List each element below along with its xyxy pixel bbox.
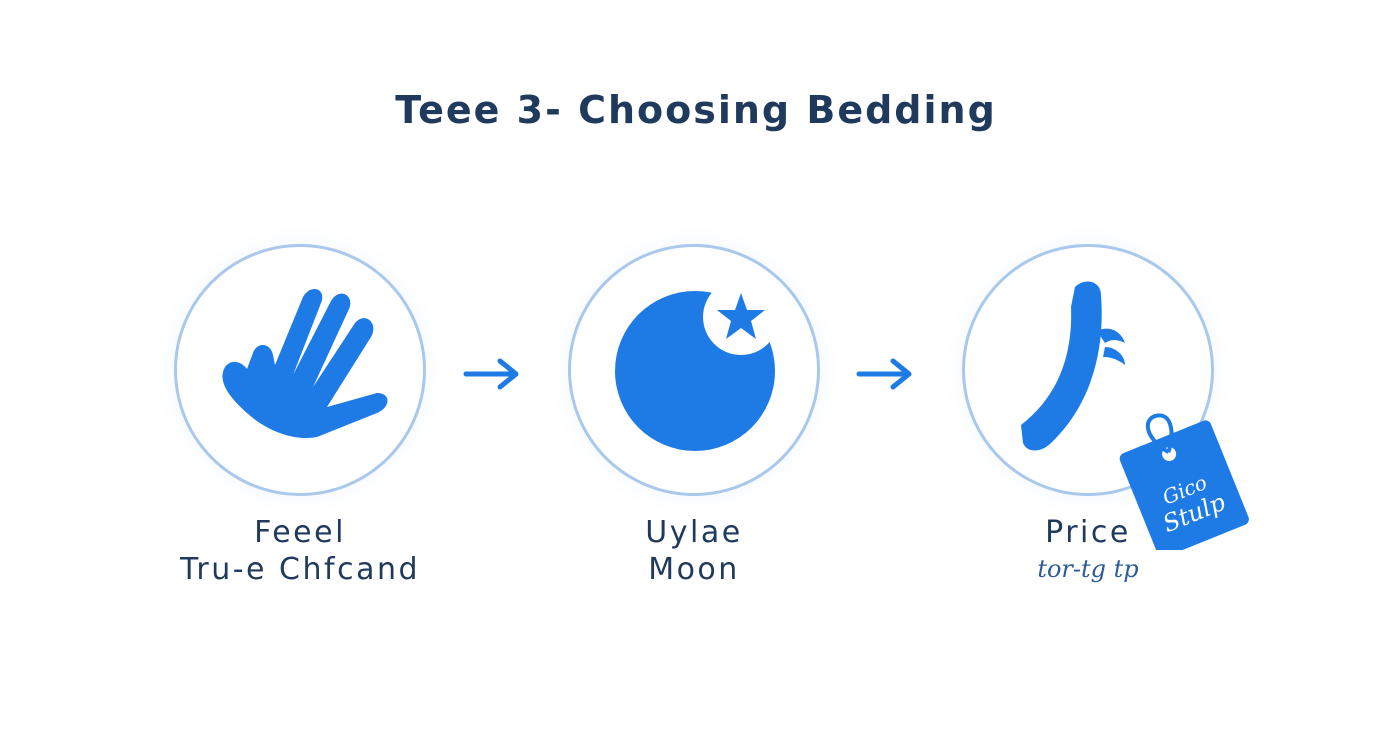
step-label-line2: Moon [648,552,740,587]
step-circle [568,244,820,496]
moon-star-icon [615,279,779,451]
arrow-right-icon [856,358,912,390]
step-label-line1: Price [1045,515,1131,550]
hand-icon [222,289,388,438]
diagram-title: Teee 3- Choosing Bedding [395,88,997,132]
step-circle [174,244,426,496]
pillow-icon [1021,281,1125,451]
price-tag-icon: Gico Stulp [1119,413,1249,550]
step-label-line1: Uylae [645,515,743,550]
step-label: Feeel Tru-e Chfcand [114,514,486,588]
step-label-line1: Feeel [254,515,346,550]
step-label-line2: tor-tg tp [1037,555,1139,583]
step-label: Uylae Moon [508,514,880,588]
step-label: Price tor-tg tp [902,514,1274,588]
arrow-right-icon [463,358,519,390]
step-label-line2: Tru-e Chfcand [179,552,421,587]
